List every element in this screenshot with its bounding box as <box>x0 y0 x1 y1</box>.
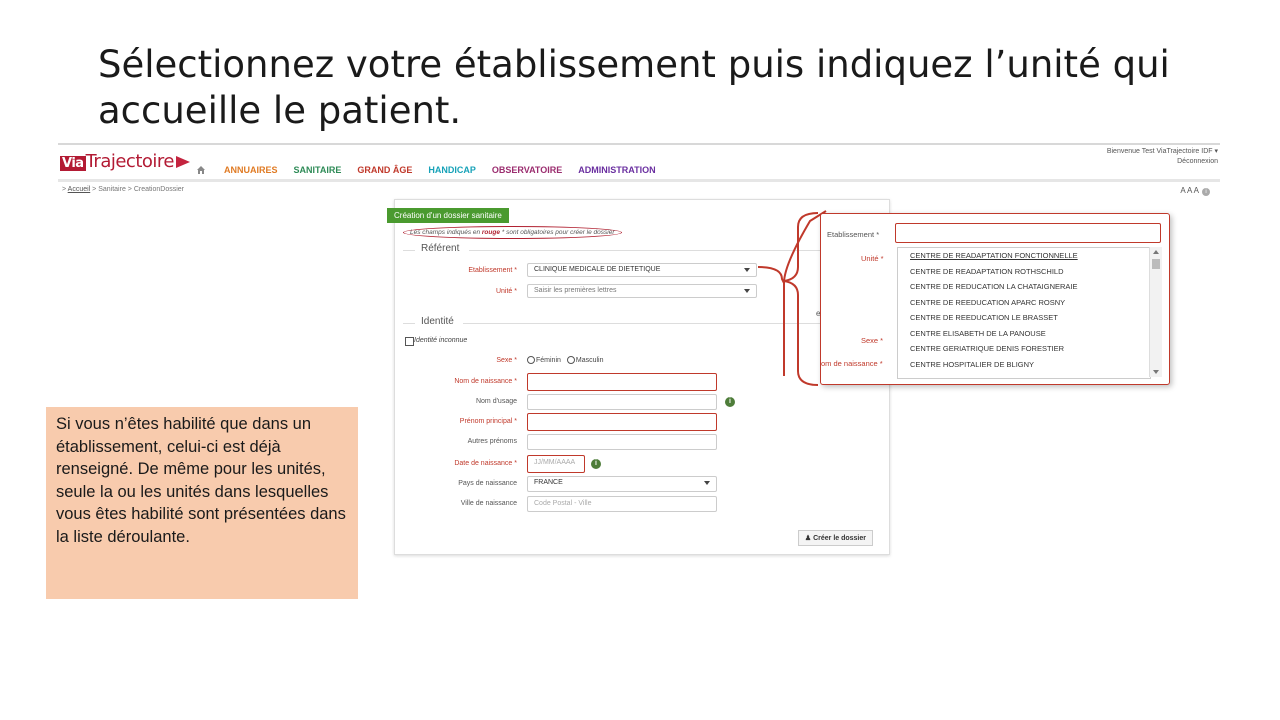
info-icon[interactable]: i <box>725 397 735 407</box>
list-item[interactable]: CENTRE DE READAPTATION ROTHSCHILD <box>910 266 1064 276</box>
unite-select[interactable]: Saisir les premières lettres <box>527 284 757 298</box>
list-item[interactable]: CENTRE DE REEDUCATION LE BRASSET <box>910 313 1058 322</box>
ville-naissance-label: Ville de naissance <box>460 500 517 507</box>
scroll-up-icon[interactable] <box>1153 250 1159 254</box>
date-naissance-label: Date de naissance * <box>454 460 517 467</box>
etablissement-label: Etablissement * <box>468 267 517 274</box>
logo-arrow-icon <box>175 156 190 168</box>
creation-form: Création d'un dossier sanitaire Les cham… <box>387 199 890 555</box>
nom-usage-input[interactable] <box>527 394 717 410</box>
nom-naissance-input[interactable] <box>527 373 717 391</box>
section-line <box>463 323 881 324</box>
top-divider <box>58 143 1220 145</box>
list-item[interactable]: CENTRE ELISABETH DE LA PANOUSE <box>910 328 1046 338</box>
sexe-label: Sexe * <box>496 357 517 364</box>
nom-usage-label: Nom d'usage <box>475 398 517 405</box>
section-line <box>469 250 881 251</box>
logo-text: Trajectoire <box>85 151 175 172</box>
breadcrumb: > Accueil > Sanitaire > CreationDossier <box>62 186 185 193</box>
sexe-radios: Féminin Masculin <box>527 356 603 364</box>
user-menu: Bienvenue Test ViaTrajectoire IDF ▾ Déco… <box>1107 147 1218 167</box>
identite-inconnue-checkbox[interactable] <box>405 337 414 346</box>
radio-feminin[interactable] <box>527 356 535 364</box>
popup-unite-label: Unité * <box>861 254 884 263</box>
logout-link[interactable]: Déconnexion <box>1177 158 1218 165</box>
popup-etablissement-label: Etablissement * <box>827 230 880 239</box>
list-item[interactable]: CENTRE DE READAPTATION FONCTIONNELLE <box>910 251 1078 260</box>
slide-title: Sélectionnez votre établissement puis in… <box>98 43 1170 132</box>
list-item[interactable]: CENTRE DE REEDUCATION APARC ROSNY <box>910 297 1066 307</box>
prenom-input[interactable] <box>527 413 717 431</box>
chevron-down-icon <box>744 289 750 293</box>
home-icon[interactable] <box>196 165 206 175</box>
list-item[interactable]: CENTRE HOSPITALIER DE BLIGNY <box>910 359 1035 369</box>
section-line <box>403 250 415 251</box>
nav-grand-age[interactable]: GRAND ÂGE <box>357 165 413 175</box>
etablissement-dropdown-popup: Etablissement * Unité * Sexe * om de nai… <box>820 213 1170 385</box>
list-scrollbar[interactable] <box>1149 247 1162 377</box>
form-tab: Création d'un dossier sanitaire <box>387 208 509 223</box>
scroll-thumb[interactable] <box>1152 259 1160 269</box>
nom-naissance-label: Nom de naissance * <box>454 378 517 385</box>
chevron-down-icon <box>744 268 750 272</box>
callout-brace <box>783 212 819 386</box>
etablissement-options-list: CENTRE DE READAPTATION FONCTIONNELLE CEN… <box>897 247 1151 379</box>
logo-prefix: Via <box>60 156 86 171</box>
section-identite: Identité <box>421 316 454 327</box>
radio-masculin[interactable] <box>566 356 575 364</box>
chevron-down-icon <box>704 481 710 485</box>
section-line <box>403 323 415 324</box>
section-referent: Référent <box>421 243 460 254</box>
nav-divider <box>58 179 1220 182</box>
callout-bracket <box>757 210 827 376</box>
nav-handicap[interactable]: HANDICAP <box>428 165 476 175</box>
prenom-label: Prénom principal * <box>459 418 517 425</box>
list-item[interactable]: CENTRE GERIATRIQUE DENIS FORESTIER <box>910 344 1065 353</box>
nav-administration[interactable]: ADMINISTRATION <box>578 165 656 175</box>
create-dossier-button[interactable]: ♟ Créer le dossier <box>797 530 873 546</box>
popup-sexe-label: Sexe * <box>861 336 884 345</box>
etablissement-select[interactable]: CLINIQUE MEDICALE DE DIETETIQUE <box>527 263 757 277</box>
info-icon[interactable]: i <box>591 459 601 469</box>
pays-naissance-select[interactable]: FRANCE <box>527 476 717 492</box>
autres-prenoms-input[interactable] <box>527 434 717 450</box>
popup-etablissement-input[interactable] <box>895 223 1161 243</box>
autres-prenoms-label: Autres prénoms <box>467 438 517 445</box>
callout-note: Si vous n’êtes habilité que dans un étab… <box>46 407 358 599</box>
breadcrumb-home-link[interactable]: Accueil <box>67 186 91 193</box>
popup-nom-label: om de naissance * <box>821 359 883 368</box>
pays-naissance-label: Pays de naissance <box>458 480 517 487</box>
breadcrumb-rest: > Sanitaire > CreationDossier <box>90 186 185 193</box>
nav-annuaires[interactable]: ANNUAIRES <box>224 165 278 175</box>
info-icon[interactable]: i <box>1202 188 1210 196</box>
date-naissance-input[interactable]: JJ/MM/AAAA <box>527 455 585 473</box>
welcome-text[interactable]: Bienvenue Test ViaTrajectoire IDF ▾ <box>1106 148 1218 155</box>
list-item[interactable]: CENTRE DE REDUCATION LA CHATAIGNERAIE <box>910 282 1078 291</box>
identite-inconnue-label: Identité inconnue <box>414 337 468 344</box>
unite-label: Unité * <box>495 288 517 295</box>
mandatory-fields-notice: Les champs indiqués en rouge * sont obli… <box>403 226 622 239</box>
nav-observatoire[interactable]: OBSERVATOIRE <box>491 165 563 175</box>
clipped-letter: e <box>816 309 821 318</box>
scroll-down-icon[interactable] <box>1153 370 1159 374</box>
ville-naissance-input[interactable]: Code Postal - Ville <box>527 496 717 512</box>
